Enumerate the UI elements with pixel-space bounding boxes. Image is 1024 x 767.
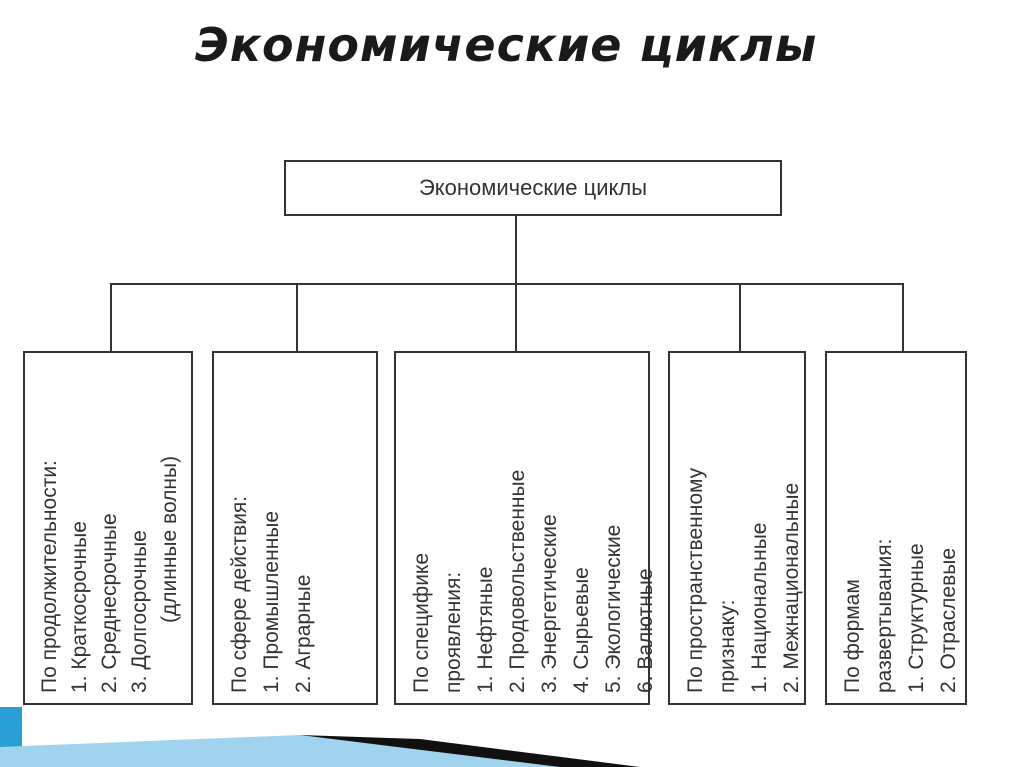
category-item: 1. Краткосрочные: [68, 521, 91, 693]
category-item: 6. Валютные: [634, 568, 657, 693]
category-item: 2. Отраслевые: [937, 547, 960, 693]
category-item: 2. Среднесрочные: [98, 513, 121, 693]
blue-corner-wedge: [0, 707, 22, 767]
category-box-specifics: По специфике проявления: 1. Нефтяные 2. …: [394, 351, 657, 705]
root-node-box: Экономические циклы: [284, 160, 782, 216]
category-heading: По специфике: [410, 552, 433, 693]
light-blue-swoosh: [0, 735, 640, 767]
category-item: 2. Продовольственные: [506, 469, 529, 693]
category-box-duration: По продолжительности: 1. Краткосрочные 2…: [23, 351, 193, 705]
category-box-spatial: По пространственному признаку: 1. Национ…: [668, 351, 806, 705]
category-heading-cont: проявления:: [442, 571, 465, 693]
slide-decoration: [0, 707, 640, 767]
branch-bar: [110, 283, 904, 285]
category-heading-cont: развертывания:: [873, 538, 896, 693]
category-box-sphere: По сфере действия: 1. Промышленные 2. Аг…: [212, 351, 378, 705]
category-heading: По пространственному: [684, 467, 707, 693]
branch-connector-3: [515, 283, 517, 351]
category-box-forms: По формам развертывания: 1. Структурные …: [825, 351, 967, 705]
category-item: 2. Межнациональные: [780, 482, 803, 693]
branch-connector-4: [739, 283, 741, 351]
category-item: 2. Аграрные: [292, 574, 315, 693]
category-item: 1. Национальные: [748, 522, 771, 693]
black-swoosh: [300, 735, 640, 767]
category-heading-cont: признаку:: [716, 599, 739, 693]
category-heading: По сфере действия:: [228, 495, 251, 693]
root-node-label: Экономические циклы: [418, 175, 648, 200]
slide-title: Экономические циклы: [195, 18, 818, 72]
category-item: 3. Энергетические: [538, 514, 561, 693]
category-item: 3. Долгосрочные: [128, 530, 151, 693]
category-item: (длинные волны): [158, 455, 181, 623]
category-item: 5. Экологические: [602, 524, 625, 693]
category-item: 1. Промышленные: [260, 510, 283, 693]
branch-connector-2: [296, 283, 298, 351]
category-item: 4. Сырьевые: [570, 567, 593, 693]
branch-connector-5: [902, 283, 904, 351]
branch-connector-1: [110, 283, 112, 351]
category-item: 1. Нефтяные: [474, 566, 497, 693]
category-heading: По продолжительности:: [38, 460, 61, 693]
category-item: 1. Структурные: [905, 543, 928, 693]
root-connector: [515, 216, 517, 284]
category-heading: По формам: [841, 579, 864, 693]
